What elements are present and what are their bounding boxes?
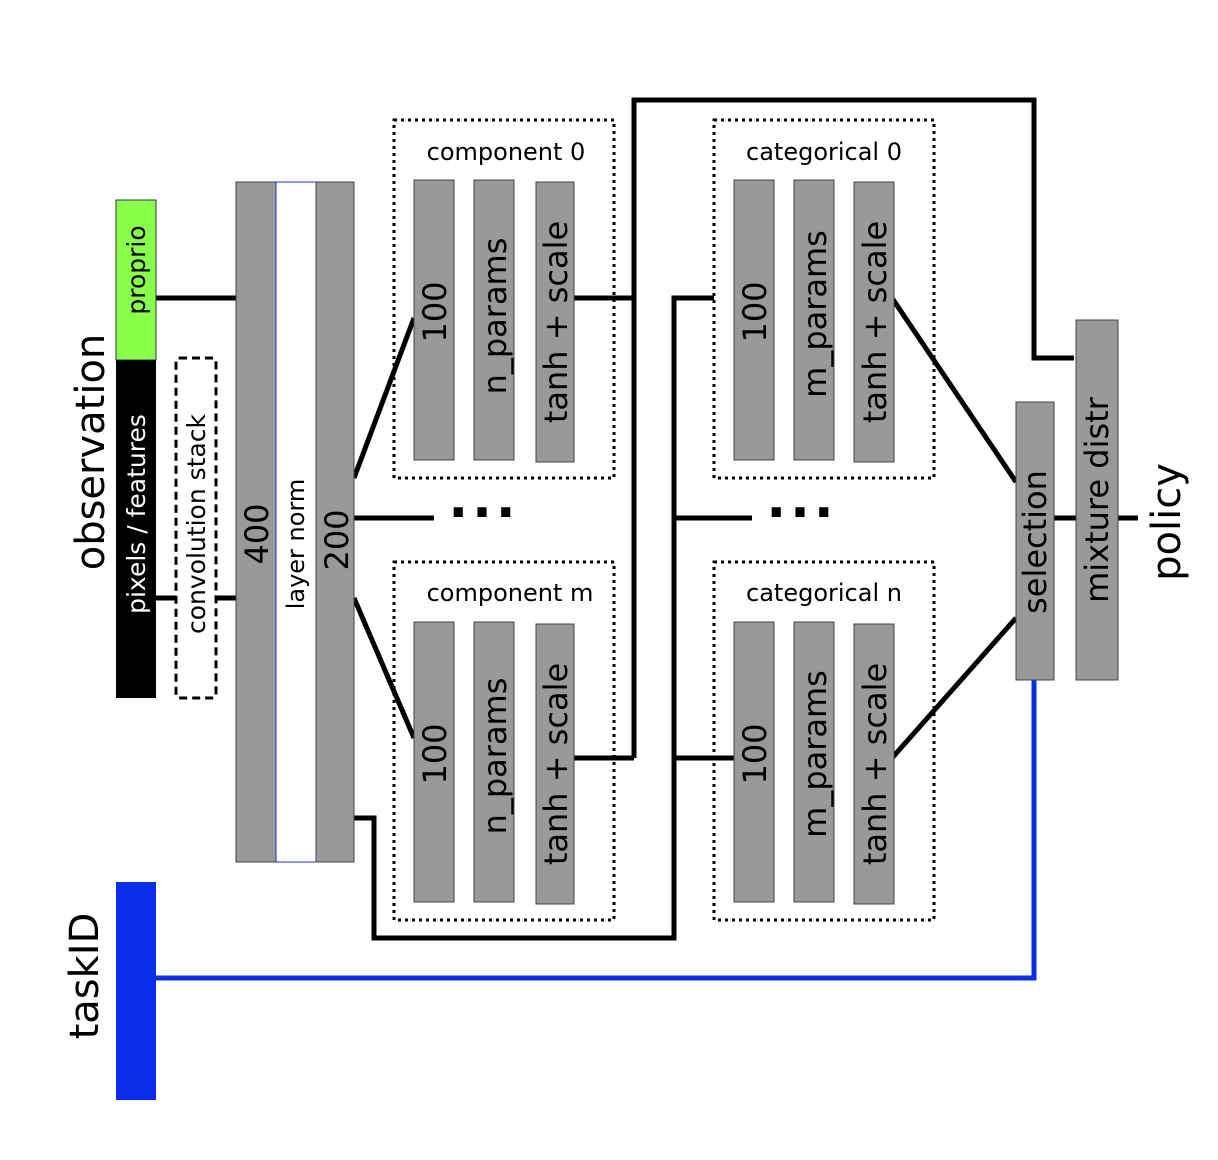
categorical-0-tanh-block	[853, 181, 895, 463]
mixture-label: mixture distr	[1078, 396, 1116, 603]
taskid-label: taskID	[62, 913, 108, 1040]
component-0-100-block	[413, 179, 455, 461]
component-m-title: component m	[427, 579, 594, 607]
pixels-label: pixels / features	[122, 414, 151, 614]
categorical-0-100-block	[733, 179, 775, 461]
torso-to-component0-line	[351, 317, 417, 479]
components-to-mixture-line	[574, 97, 1074, 361]
group-boxes	[392, 118, 936, 922]
conv-stack-box	[174, 356, 218, 700]
inner-blocks	[413, 179, 1119, 905]
categorical-0-box	[712, 118, 936, 480]
component-0-100-label: 100	[416, 281, 454, 342]
categorical-n-title: categorical n	[746, 579, 902, 607]
torso-400-label: 400	[238, 503, 276, 564]
component-0-box	[392, 118, 616, 480]
categorical-0-title: categorical 0	[746, 138, 902, 166]
component-0-title: component 0	[427, 138, 586, 166]
component-0-params-label: n_params	[476, 238, 514, 395]
categorical-0-100-label: 100	[736, 281, 774, 342]
torso-to-categorical-line	[354, 295, 714, 941]
policy-label: policy	[1144, 463, 1190, 581]
categorical-n-100-label: 100	[736, 723, 774, 784]
component-m-tanh-label: tanh + scale	[537, 663, 575, 865]
layer-norm-block	[275, 181, 317, 863]
component-m-tanh-block	[535, 623, 575, 905]
conv-stack-label: convolution stack	[182, 413, 211, 633]
proprio-label: proprio	[122, 225, 151, 314]
component-0-tanh-label: tanh + scale	[537, 221, 575, 423]
categoricals-ellipsis: ···	[766, 483, 837, 543]
torso-200-label: 200	[318, 509, 356, 570]
taskid-block	[116, 882, 156, 1100]
pixels-block	[116, 360, 156, 698]
connections	[156, 97, 1138, 941]
component-m-params-block	[473, 621, 515, 903]
categorical-n-box	[712, 560, 936, 922]
categorical-n-tanh-block	[853, 623, 895, 905]
categorical-n-params-block	[793, 621, 835, 903]
observation-label: observation	[68, 334, 114, 571]
categorical-n-tanh-label: tanh + scale	[856, 663, 894, 865]
categorical-0-params-label: m_params	[796, 230, 834, 398]
selection-block	[1015, 401, 1055, 681]
categorical-n-params-label: m_params	[796, 670, 834, 838]
torso-200-block	[315, 181, 355, 863]
categoricaln-to-selection-line	[890, 616, 1018, 760]
categorical0-to-selection-line	[889, 296, 1019, 484]
component-m-params-label: n_params	[476, 678, 514, 835]
component-0-tanh-block	[535, 181, 575, 463]
component-m-box	[392, 560, 616, 922]
torso-400-block	[235, 181, 277, 863]
proprio-block	[115, 199, 157, 361]
taskid-to-selection-line	[156, 680, 1037, 981]
layer-norm-label: layer norm	[282, 479, 310, 610]
categorical-0-tanh-label: tanh + scale	[856, 221, 894, 423]
categorical-0-params-block	[793, 179, 835, 461]
torso-to-componentm-line	[351, 597, 417, 739]
mixture-block	[1075, 319, 1119, 681]
component-0-params-block	[473, 179, 515, 461]
components-ellipsis: ···	[448, 483, 519, 543]
component-m-100-block	[413, 621, 455, 903]
categorical-n-100-block	[733, 621, 775, 903]
component-m-100-label: 100	[416, 723, 454, 784]
selection-label: selection	[1016, 470, 1054, 614]
